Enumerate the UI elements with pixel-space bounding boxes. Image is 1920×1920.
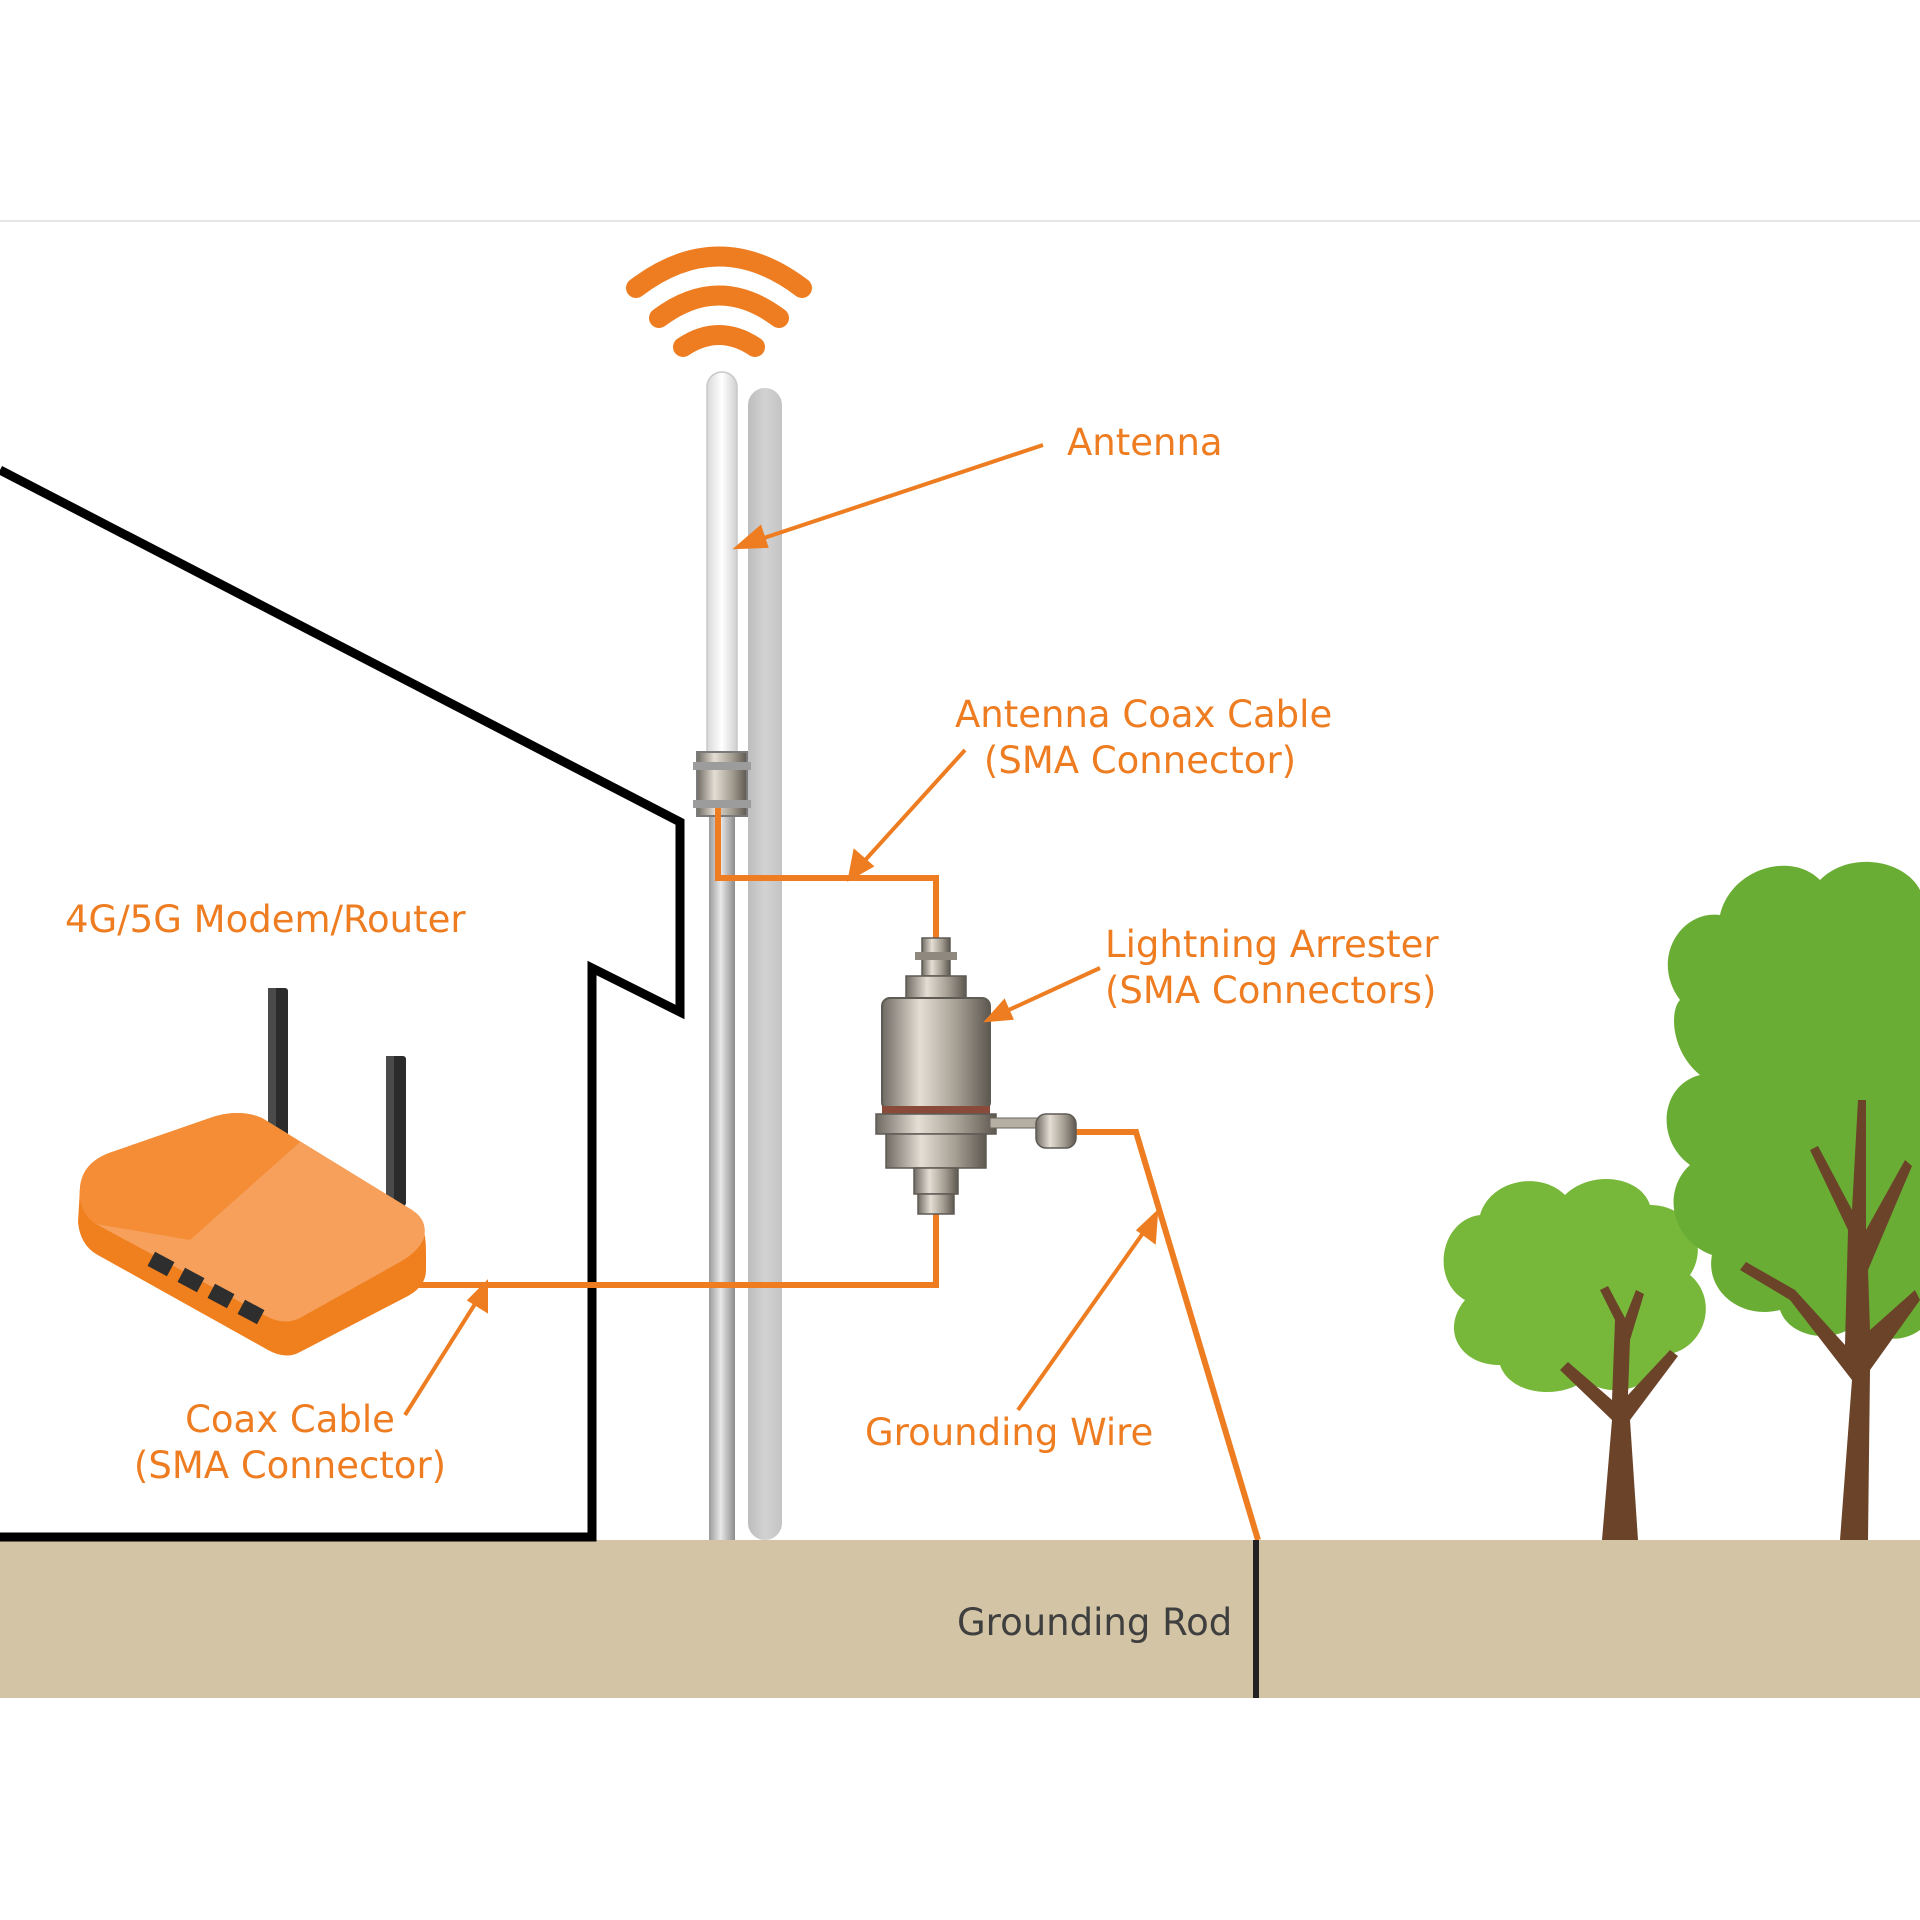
grounding-wire (1060, 1129, 1261, 1541)
tree (1666, 861, 1920, 1540)
lightning-arrester (875, 937, 1077, 1215)
router (78, 988, 426, 1356)
antenna-coax-label-line2: (SMA Connector) (983, 739, 1297, 783)
grounding-rod-label: Grounding Rod (957, 1601, 1233, 1644)
antenna-label: Antenna (1067, 421, 1223, 464)
label-arrows (403, 443, 1159, 1417)
coax-arrowhead (466, 1279, 488, 1314)
mast-pole (709, 800, 735, 1540)
antenna-coax-cable-label: Antenna Coax Cable (SMA Connector) (955, 692, 1333, 785)
coax-label-line1: Coax Cable (185, 1398, 395, 1441)
antenna-coax-label-line1: Antenna Coax Cable (955, 693, 1333, 736)
antenna-coax-arrowhead (847, 848, 875, 882)
ground (0, 1540, 1920, 1698)
coax-arrow (403, 1294, 482, 1417)
antenna-coax-arrow (856, 748, 967, 870)
tree (1443, 1178, 1706, 1540)
coax-cable (418, 1185, 939, 1288)
arrester-label-line2: (SMA Connectors) (1105, 969, 1437, 1013)
house-outline (0, 466, 685, 1542)
wifi-signal-icon (626, 246, 812, 357)
arrester-arrow (999, 966, 1101, 1016)
antenna (693, 371, 751, 817)
antenna-arrow (751, 443, 1044, 544)
lightning-arrester-label: Lightning Arrester (SMA Connectors) (1105, 922, 1439, 1015)
coax-label-line2: (SMA Connector) (133, 1444, 447, 1488)
grounding-wire-arrow (1016, 1224, 1150, 1412)
arrester-arrowhead (983, 998, 1014, 1023)
pole-shadow (748, 388, 782, 1540)
router-ports (147, 1251, 265, 1325)
arrester-label-line1: Lightning Arrester (1105, 923, 1439, 966)
grounding-wire-arrowhead (1135, 1209, 1159, 1245)
modem-router-label: 4G/5G Modem/Router (65, 898, 466, 941)
coax-cable-label: Coax Cable (SMA Connector) (130, 1397, 450, 1490)
grounding-wire-label: Grounding Wire (865, 1411, 1154, 1454)
antenna-coax-cable (715, 808, 939, 945)
antenna-arrowhead (732, 524, 769, 550)
